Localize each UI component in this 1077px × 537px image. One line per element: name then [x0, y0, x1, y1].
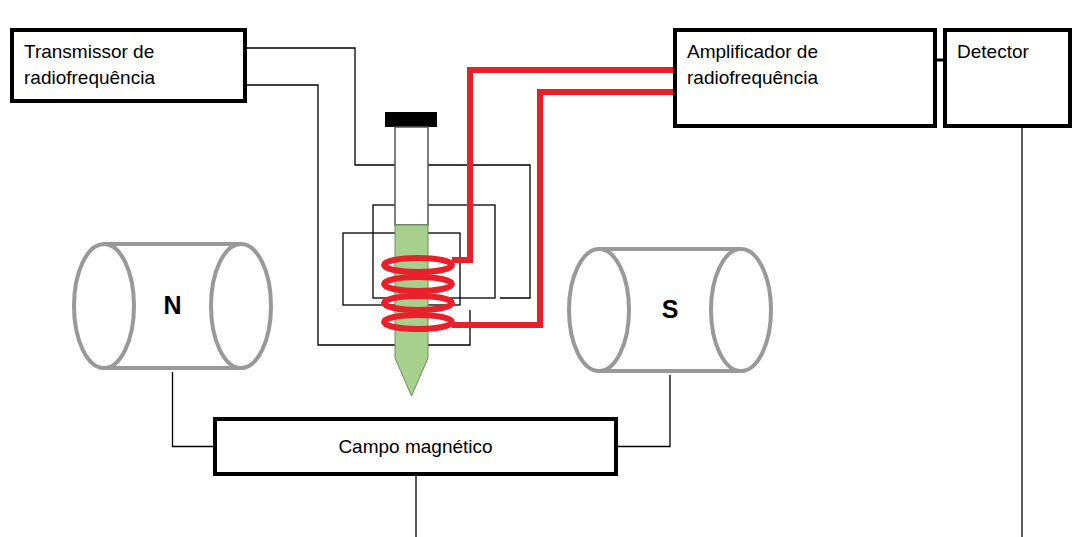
connector-wire	[618, 375, 670, 447]
coil-lead	[452, 92, 673, 325]
magnet-pole: N	[70, 240, 275, 372]
cylinder-outline	[74, 244, 271, 368]
field-box: Campo magnético	[213, 417, 618, 476]
pole-label: S	[662, 293, 679, 327]
box-label: Amplificador de radiofrequência	[687, 39, 923, 90]
cylinder-end	[711, 249, 771, 371]
coil-winding	[384, 315, 452, 329]
detector-output-wire	[1021, 128, 1022, 537]
field-control-wire	[415, 476, 416, 537]
box-label: Campo magnético	[338, 434, 492, 460]
detector-box: Detector	[943, 28, 1072, 128]
coil-winding	[384, 258, 452, 272]
coil-winding	[384, 277, 452, 291]
coil-lead	[452, 70, 673, 260]
probe-frame	[373, 205, 495, 298]
sample-tube	[385, 112, 437, 396]
rf-coil	[384, 258, 452, 329]
cylinder-outline	[569, 249, 771, 371]
pole-label: N	[163, 289, 181, 323]
tube-body	[395, 127, 428, 225]
box-label: Detector	[957, 39, 1058, 65]
transmitter-box: Transmissor de radiofrequência	[10, 28, 247, 103]
cylinder-end	[569, 249, 629, 371]
coil-winding	[384, 296, 452, 310]
connector-wire	[173, 372, 214, 447]
magnet-pole: S	[565, 245, 775, 375]
amplifier-box: Amplificador de radiofrequência	[673, 28, 937, 128]
rf-coil-wires	[384, 70, 673, 329]
tube-cap	[385, 112, 437, 127]
cylinder-end	[74, 244, 134, 368]
cylinder-end	[211, 244, 271, 368]
transmitter-wire	[247, 85, 470, 345]
box-label: Transmissor de radiofrequência	[24, 39, 233, 90]
